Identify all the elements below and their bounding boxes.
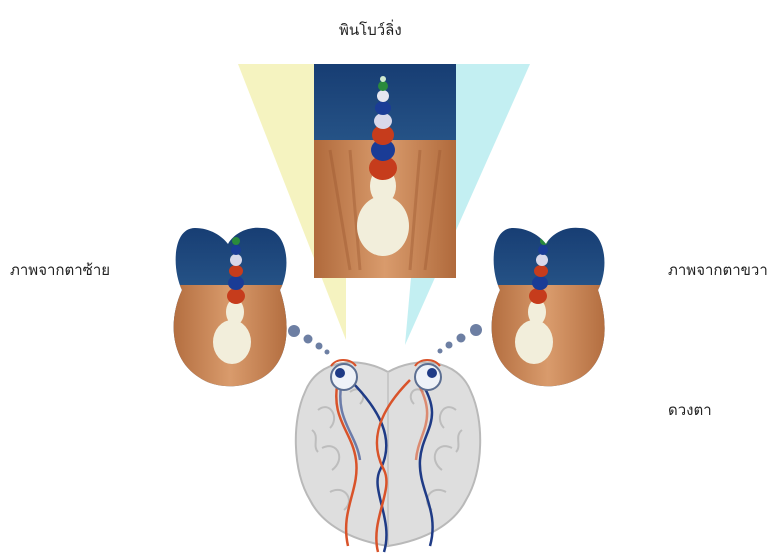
right-eye-view-label: ภาพจากตาขวา [668, 258, 768, 282]
left-eye-view-label: ภาพจากตาซ้าย [10, 258, 110, 282]
brain-icon [296, 362, 480, 546]
left-eye-view [168, 226, 292, 396]
right-eye-view [486, 226, 610, 396]
bowling-pin-picture [314, 64, 456, 278]
left-dot-trail [288, 325, 330, 355]
eyes-label: ดวงตา [668, 398, 712, 422]
bowling-pin-title: พินโบว์ลิ่ง [339, 18, 402, 42]
right-dot-trail [438, 324, 483, 354]
